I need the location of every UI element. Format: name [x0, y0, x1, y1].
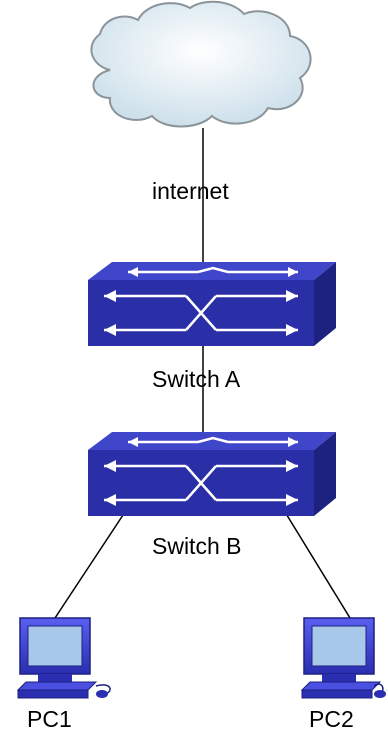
internet-label: internet: [152, 178, 229, 204]
link-switch-b-pc2: [284, 511, 351, 619]
switch-a-icon: [88, 262, 336, 346]
link-switch-b-pc1: [54, 511, 126, 619]
pc1-icon: [16, 617, 111, 699]
switch-b-icon: [88, 432, 336, 516]
pc1-label: PC1: [27, 706, 72, 732]
switch-b-label: Switch B: [152, 533, 242, 559]
switch-a-label: Switch A: [152, 366, 241, 392]
cloud-icon: [90, 0, 312, 128]
pc2-icon: [300, 617, 386, 699]
pc2-label: PC2: [309, 706, 354, 732]
